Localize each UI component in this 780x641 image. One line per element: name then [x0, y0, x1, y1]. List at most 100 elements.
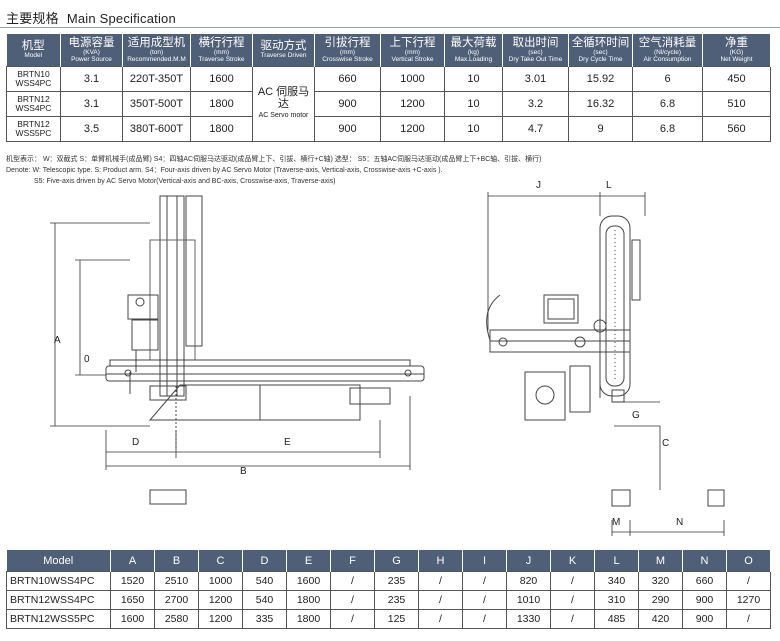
cell-weight: 450 [702, 66, 771, 92]
cell-weight: 510 [702, 91, 771, 117]
dim-cell: 1000 [198, 571, 243, 591]
label-b: B [240, 466, 247, 477]
dim-cell-model: BRTN10WSS4PC [6, 571, 111, 591]
note-line: Denote: W: Telescopic type. S: Product a… [6, 167, 443, 174]
cell-traverse: 1800 [190, 91, 253, 117]
dim-cell: 1010 [506, 590, 551, 610]
title-divider [0, 27, 780, 28]
dim-cell: / [462, 590, 507, 610]
spec-header-vertical: 上下行程(mm)Vertical Stroke [380, 34, 445, 67]
cell-power: 3.5 [60, 116, 123, 142]
dim-header: H [418, 550, 463, 572]
cell-power: 3.1 [60, 91, 123, 117]
dim-cell: 1600 [286, 571, 331, 591]
spec-header-takeout: 取出时间(sec)Dry Take Out Time [502, 34, 569, 67]
dim-cell: 235 [374, 571, 419, 591]
cell-traverse: 1800 [190, 116, 253, 142]
cell-crosswise: 660 [314, 66, 381, 92]
cell-traverse: 1600 [190, 66, 253, 92]
dim-cell: / [726, 609, 771, 629]
label-a: A [54, 335, 61, 346]
dim-header: J [506, 550, 551, 572]
dim-cell: 2580 [154, 609, 199, 629]
dim-header: D [242, 550, 287, 572]
dim-header: N [682, 550, 727, 572]
cell-power: 3.1 [60, 66, 123, 92]
dim-cell: 340 [594, 571, 639, 591]
dim-cell: / [462, 609, 507, 629]
label-g: G [632, 410, 640, 421]
dim-cell: 485 [594, 609, 639, 629]
dim-cell: 335 [242, 609, 287, 629]
label-o: 0 [84, 354, 90, 365]
note-line: 机型表示： W：双截式 S：单臂机械手(成品臂) S4：四轴AC伺服马达驱动(成… [6, 156, 542, 163]
dim-cell: 125 [374, 609, 419, 629]
cell-cycle: 16.32 [568, 91, 633, 117]
dim-cell: 1520 [110, 571, 155, 591]
title-en: Main Specification [66, 11, 176, 26]
dim-cell: / [418, 571, 463, 591]
spec-header-traverse: 横行行程(mm)Traverse Stroke [190, 34, 253, 67]
dim-cell: 1650 [110, 590, 155, 610]
cell-air: 6 [632, 66, 703, 92]
dim-cell: 290 [638, 590, 683, 610]
dim-cell: / [550, 609, 595, 629]
dim-cell: / [550, 590, 595, 610]
label-c: C [662, 438, 669, 449]
dim-cell: 820 [506, 571, 551, 591]
dim-cell: 900 [682, 590, 727, 610]
label-j: J [536, 180, 541, 191]
dim-header: M [638, 550, 683, 572]
front-view-robot [105, 195, 425, 505]
dim-cell: 2700 [154, 590, 199, 610]
cell-machine: 220T-350T [122, 66, 191, 92]
dim-cell-model: BRTN12WSS4PC [6, 590, 111, 610]
dim-cell: 320 [638, 571, 683, 591]
title-zh: 主要规格 [6, 11, 59, 26]
model-notes: 机型表示： W：双截式 S：单臂机械手(成品臂) S4：四轴AC伺服马达驱动(成… [6, 154, 542, 187]
dim-header: E [286, 550, 331, 572]
dim-cell: 1200 [198, 609, 243, 629]
cell-weight: 560 [702, 116, 771, 142]
dim-header: G [374, 550, 419, 572]
cell-takeout: 3.2 [502, 91, 569, 117]
dim-cell: 310 [594, 590, 639, 610]
cell-cycle: 9 [568, 116, 633, 142]
dim-cell: / [550, 571, 595, 591]
spec-header-cycle: 全循环时间(sec)Dry Cycle Time [568, 34, 633, 67]
dim-header: K [550, 550, 595, 572]
dim-cell: / [330, 590, 375, 610]
dim-cell: / [726, 571, 771, 591]
dim-cell: 1600 [110, 609, 155, 629]
dim-header: A [110, 550, 155, 572]
dim-header-row: Model A B C D E F G H I J K L M N O [6, 550, 771, 572]
cell-crosswise: 900 [314, 91, 381, 117]
dim-cell: / [462, 571, 507, 591]
dim-header: F [330, 550, 375, 572]
cell-load: 10 [444, 116, 503, 142]
page-title: 主要规格 Main Specification [6, 8, 176, 27]
dim-cell: 2510 [154, 571, 199, 591]
cell-vertical: 1200 [380, 116, 445, 142]
cell-takeout: 3.01 [502, 66, 569, 92]
cell-load: 10 [444, 66, 503, 92]
dim-header: B [154, 550, 199, 572]
dim-cell: / [330, 609, 375, 629]
side-view-robot [486, 215, 725, 507]
label-n: N [676, 517, 683, 528]
dim-cell: 235 [374, 590, 419, 610]
spec-header-air: 空气消耗量(Nl/cycle)Air Consumption [632, 34, 703, 67]
dim-cell: 660 [682, 571, 727, 591]
label-l: L [606, 180, 612, 191]
